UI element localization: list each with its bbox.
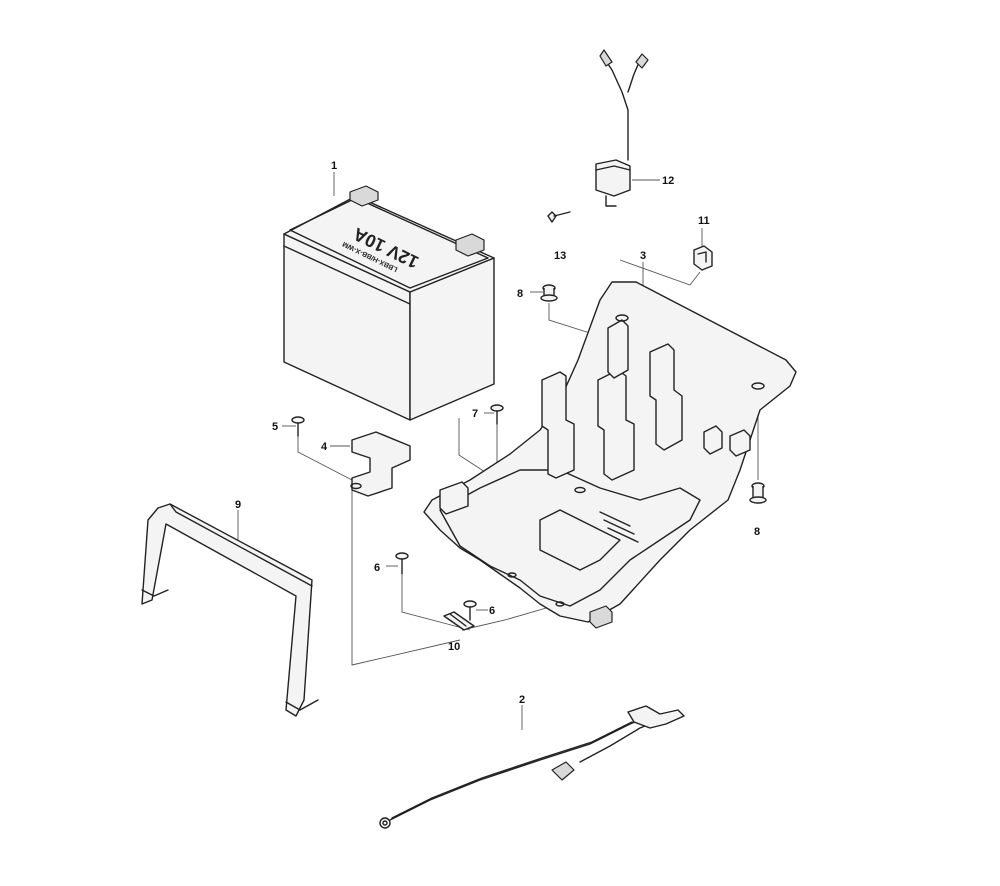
callout-4: 4 (321, 441, 328, 453)
callout-8-lower: 8 (754, 526, 760, 538)
callout-2: 2 (519, 694, 525, 706)
screw-6-right (463, 600, 477, 621)
screw-7 (490, 404, 504, 425)
callout-13: 13 (554, 250, 566, 262)
clip-nut-11 (693, 245, 713, 271)
callout-5: 5 (272, 421, 278, 433)
callout-1: 1 (331, 160, 337, 172)
callout-12: 12 (662, 175, 674, 187)
battery-tray (423, 281, 797, 629)
bolt-8-upper (540, 284, 558, 302)
callout-6-right: 6 (489, 605, 495, 617)
callout-8-upper: 8 (517, 288, 523, 300)
ground-cable-2 (379, 705, 685, 829)
strap-9 (141, 503, 319, 717)
callout-10: 10 (448, 641, 460, 653)
callout-6-left: 6 (374, 562, 380, 574)
screw-5 (291, 416, 305, 437)
callout-11: 11 (698, 215, 710, 227)
clip-10 (443, 611, 475, 631)
callout-7: 7 (472, 408, 478, 420)
bolt-8-lower (749, 482, 767, 504)
wire-connector-part (595, 49, 649, 207)
battery: 12V 10A LBBX-H/BB-X-WM (283, 185, 495, 421)
screw-6-left (395, 552, 409, 575)
callout-9: 9 (235, 499, 241, 511)
screw-13 (547, 211, 571, 223)
callout-3: 3 (640, 250, 646, 262)
bracket-4 (350, 431, 411, 497)
callouts: 1 2 3 4 5 6 6 7 8 8 9 10 11 12 13 (235, 160, 760, 706)
